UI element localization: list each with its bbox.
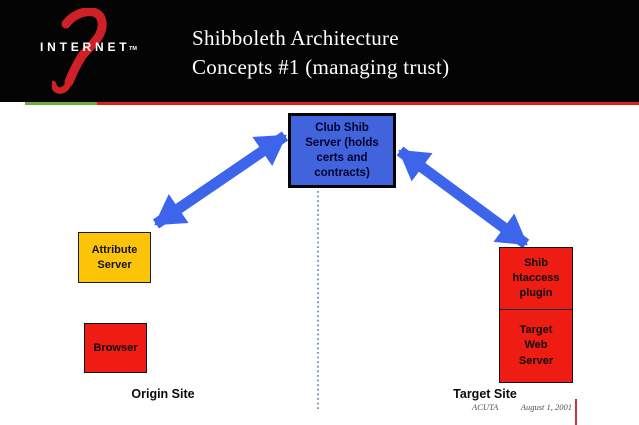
box-label-line: Web bbox=[524, 339, 548, 352]
accent-underline-red bbox=[97, 102, 639, 105]
accent-underline-green bbox=[25, 102, 97, 105]
box-label-line: contracts) bbox=[314, 166, 370, 179]
internet2-logo: INTERNET TM bbox=[12, 4, 162, 98]
box-label-line: Server bbox=[97, 258, 132, 271]
slide-title-line: Shibboleth Architecture bbox=[192, 26, 399, 50]
box-label-line: certs and bbox=[316, 151, 368, 164]
target-site-label: Target Site bbox=[453, 387, 517, 401]
browser-box: Browser bbox=[84, 323, 147, 373]
shib-htaccess-plugin-box: Shib htaccess plugin bbox=[499, 247, 573, 310]
slide-title-line: Concepts #1 (managing trust) bbox=[192, 55, 450, 79]
box-label-line: Attribute bbox=[91, 243, 138, 256]
footer-conference: ACUTA bbox=[472, 402, 499, 412]
trust-arrow-right bbox=[396, 146, 530, 249]
box-label-line: plugin bbox=[519, 287, 553, 299]
slide-footer: ACUTA August 1, 2001 bbox=[472, 402, 572, 412]
box-label-line: Server (holds bbox=[305, 136, 379, 149]
club-shib-server-box: Club Shib Server (holds certs and contra… bbox=[288, 113, 396, 188]
slide-title: Shibboleth Architecture Concepts #1 (man… bbox=[192, 24, 449, 82]
box-label-line: Server bbox=[518, 354, 554, 367]
box-label-line: Shib bbox=[524, 257, 548, 269]
box-label-line: Browser bbox=[93, 342, 138, 354]
internet2-numeral-icon bbox=[52, 8, 107, 94]
origin-site-label: Origin Site bbox=[131, 387, 195, 401]
trust-arrow-left bbox=[152, 131, 289, 229]
slide-header: INTERNET TM Shibboleth Architecture Conc… bbox=[0, 0, 639, 102]
footer-date: August 1, 2001 bbox=[520, 402, 572, 412]
attribute-server-box: Attribute Server bbox=[78, 232, 151, 283]
internet2-wordmark: INTERNET bbox=[40, 40, 131, 54]
target-web-server-box: Target Web Server bbox=[499, 309, 573, 383]
box-label-line: Target bbox=[519, 323, 553, 336]
trademark-symbol: TM bbox=[129, 46, 137, 52]
box-label-line: htaccess bbox=[512, 272, 560, 284]
footer-red-tick bbox=[575, 399, 577, 425]
box-label-line: Club Shib bbox=[315, 121, 369, 134]
